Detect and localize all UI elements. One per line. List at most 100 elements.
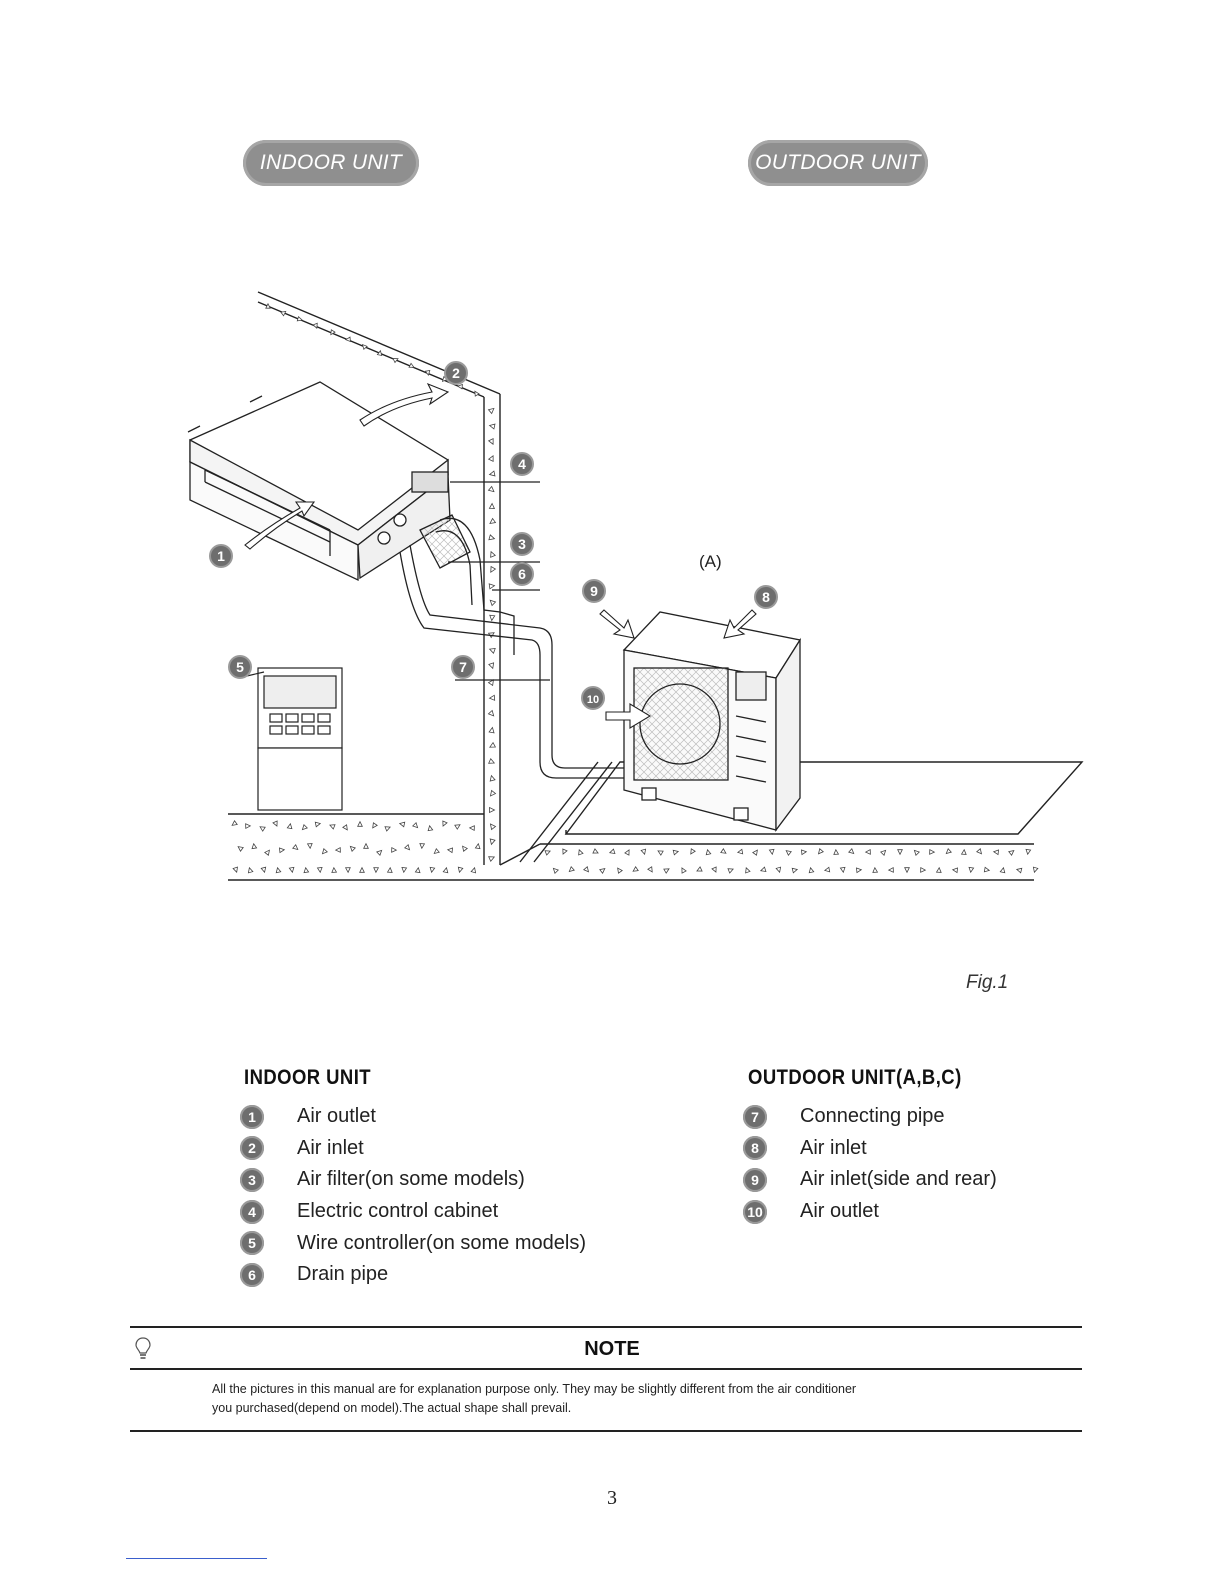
hatch-mark <box>960 848 967 855</box>
hatch-mark <box>342 824 348 831</box>
svg-text:9: 9 <box>590 583 598 599</box>
svg-text:2: 2 <box>452 365 460 381</box>
hatch-mark <box>331 866 338 873</box>
number-badge: 10 <box>743 1199 767 1224</box>
hatch-mark <box>363 842 369 849</box>
number-badge: 8 <box>743 1136 767 1161</box>
hatch-mark <box>599 868 606 874</box>
hatch-mark <box>404 844 411 851</box>
connecting-pipe <box>399 517 624 779</box>
hatch-mark <box>801 849 808 856</box>
wall <box>483 394 501 865</box>
legend-label: Air outlet <box>800 1200 879 1223</box>
hatch-mark <box>489 774 496 782</box>
hatch-mark <box>1025 848 1032 856</box>
hatch-mark <box>705 848 712 856</box>
hatch-mark <box>1008 850 1015 856</box>
hatch-mark <box>817 848 824 855</box>
hatch-mark <box>488 757 496 764</box>
hatch-mark <box>568 866 575 873</box>
hatch-mark <box>490 565 497 573</box>
hatch-mark <box>791 867 799 874</box>
indoor-air-arrows <box>244 382 450 550</box>
hatch-mark <box>419 843 426 850</box>
hatch-mark <box>583 866 590 873</box>
hatch-mark <box>316 867 323 874</box>
hatch-mark <box>489 614 496 622</box>
hatch-mark <box>359 866 365 873</box>
outdoor-legend-title: OUTDOOR UNIT(A,B,C) <box>748 1066 962 1089</box>
hatch-mark <box>489 838 496 846</box>
hatch-mark <box>864 848 871 855</box>
hatch-mark <box>488 694 496 701</box>
hatch-mark <box>489 806 496 814</box>
hatch-mark <box>663 868 670 874</box>
hatch-mark <box>264 849 270 856</box>
hatch-mark <box>720 848 727 854</box>
hatch-mark <box>839 866 846 874</box>
hatch-mark <box>429 866 436 874</box>
outdoor-air-arrows <box>599 609 757 729</box>
hatch-mark <box>487 679 494 687</box>
hatch-mark <box>488 470 496 477</box>
hatch-mark <box>412 822 419 829</box>
hatch-mark <box>489 599 497 607</box>
hatch-mark <box>489 789 497 797</box>
legend-label: Electric control cabinet <box>297 1200 499 1223</box>
number-badge: 5 <box>240 1231 264 1256</box>
hatch-mark <box>727 868 734 874</box>
hatch-mark <box>951 867 958 874</box>
note-mid-rule <box>130 1368 1082 1370</box>
hatch-mark <box>552 867 559 874</box>
hatch-mark <box>490 550 497 558</box>
svg-text:10: 10 <box>587 694 599 706</box>
hatch-mark <box>321 848 328 855</box>
hatch-mark <box>231 820 238 826</box>
page-number: 3 <box>607 1487 617 1509</box>
hatch-mark <box>312 322 318 329</box>
hatch-mark <box>487 709 495 717</box>
hatch-mark <box>945 848 952 855</box>
hatch-mark <box>446 847 453 854</box>
legend-label: Air outlet <box>297 1105 376 1128</box>
hatch-mark <box>624 849 630 856</box>
hatch-mark <box>373 867 380 874</box>
variant-label: (A) <box>699 552 722 571</box>
indoor-unit-header: INDOOR UNIT <box>243 140 419 186</box>
note-title: NOTE <box>584 1338 640 1360</box>
hatch-mark <box>489 517 497 524</box>
hatch-mark <box>968 866 975 874</box>
note-top-rule <box>130 1326 1082 1328</box>
callout-8: 8 <box>754 585 778 609</box>
hatch-mark <box>672 849 680 856</box>
hatch-mark <box>457 866 464 874</box>
hatch-mark <box>920 866 927 873</box>
hatch-mark <box>384 826 391 832</box>
hatch-mark <box>488 502 496 510</box>
callout-4: 4 <box>510 452 534 476</box>
callout-7: 7 <box>451 655 475 679</box>
hatch-mark <box>690 848 696 855</box>
hatch-mark <box>887 866 894 873</box>
hatch-mark <box>330 329 336 336</box>
hatch-mark <box>489 823 497 831</box>
hatch-mark <box>736 848 744 855</box>
hatch-mark <box>647 866 653 873</box>
hatch-mark <box>897 849 903 856</box>
leader-lines <box>237 481 550 681</box>
hatch-mark <box>488 856 496 863</box>
outdoor-unit <box>622 611 802 832</box>
hatch-mark <box>785 850 792 856</box>
hatch-mark <box>303 866 310 874</box>
hatch-mark <box>427 824 434 832</box>
legend-label: Drain pipe <box>297 1263 389 1286</box>
hatch-mark <box>488 534 496 541</box>
hatch-mark <box>288 866 295 874</box>
